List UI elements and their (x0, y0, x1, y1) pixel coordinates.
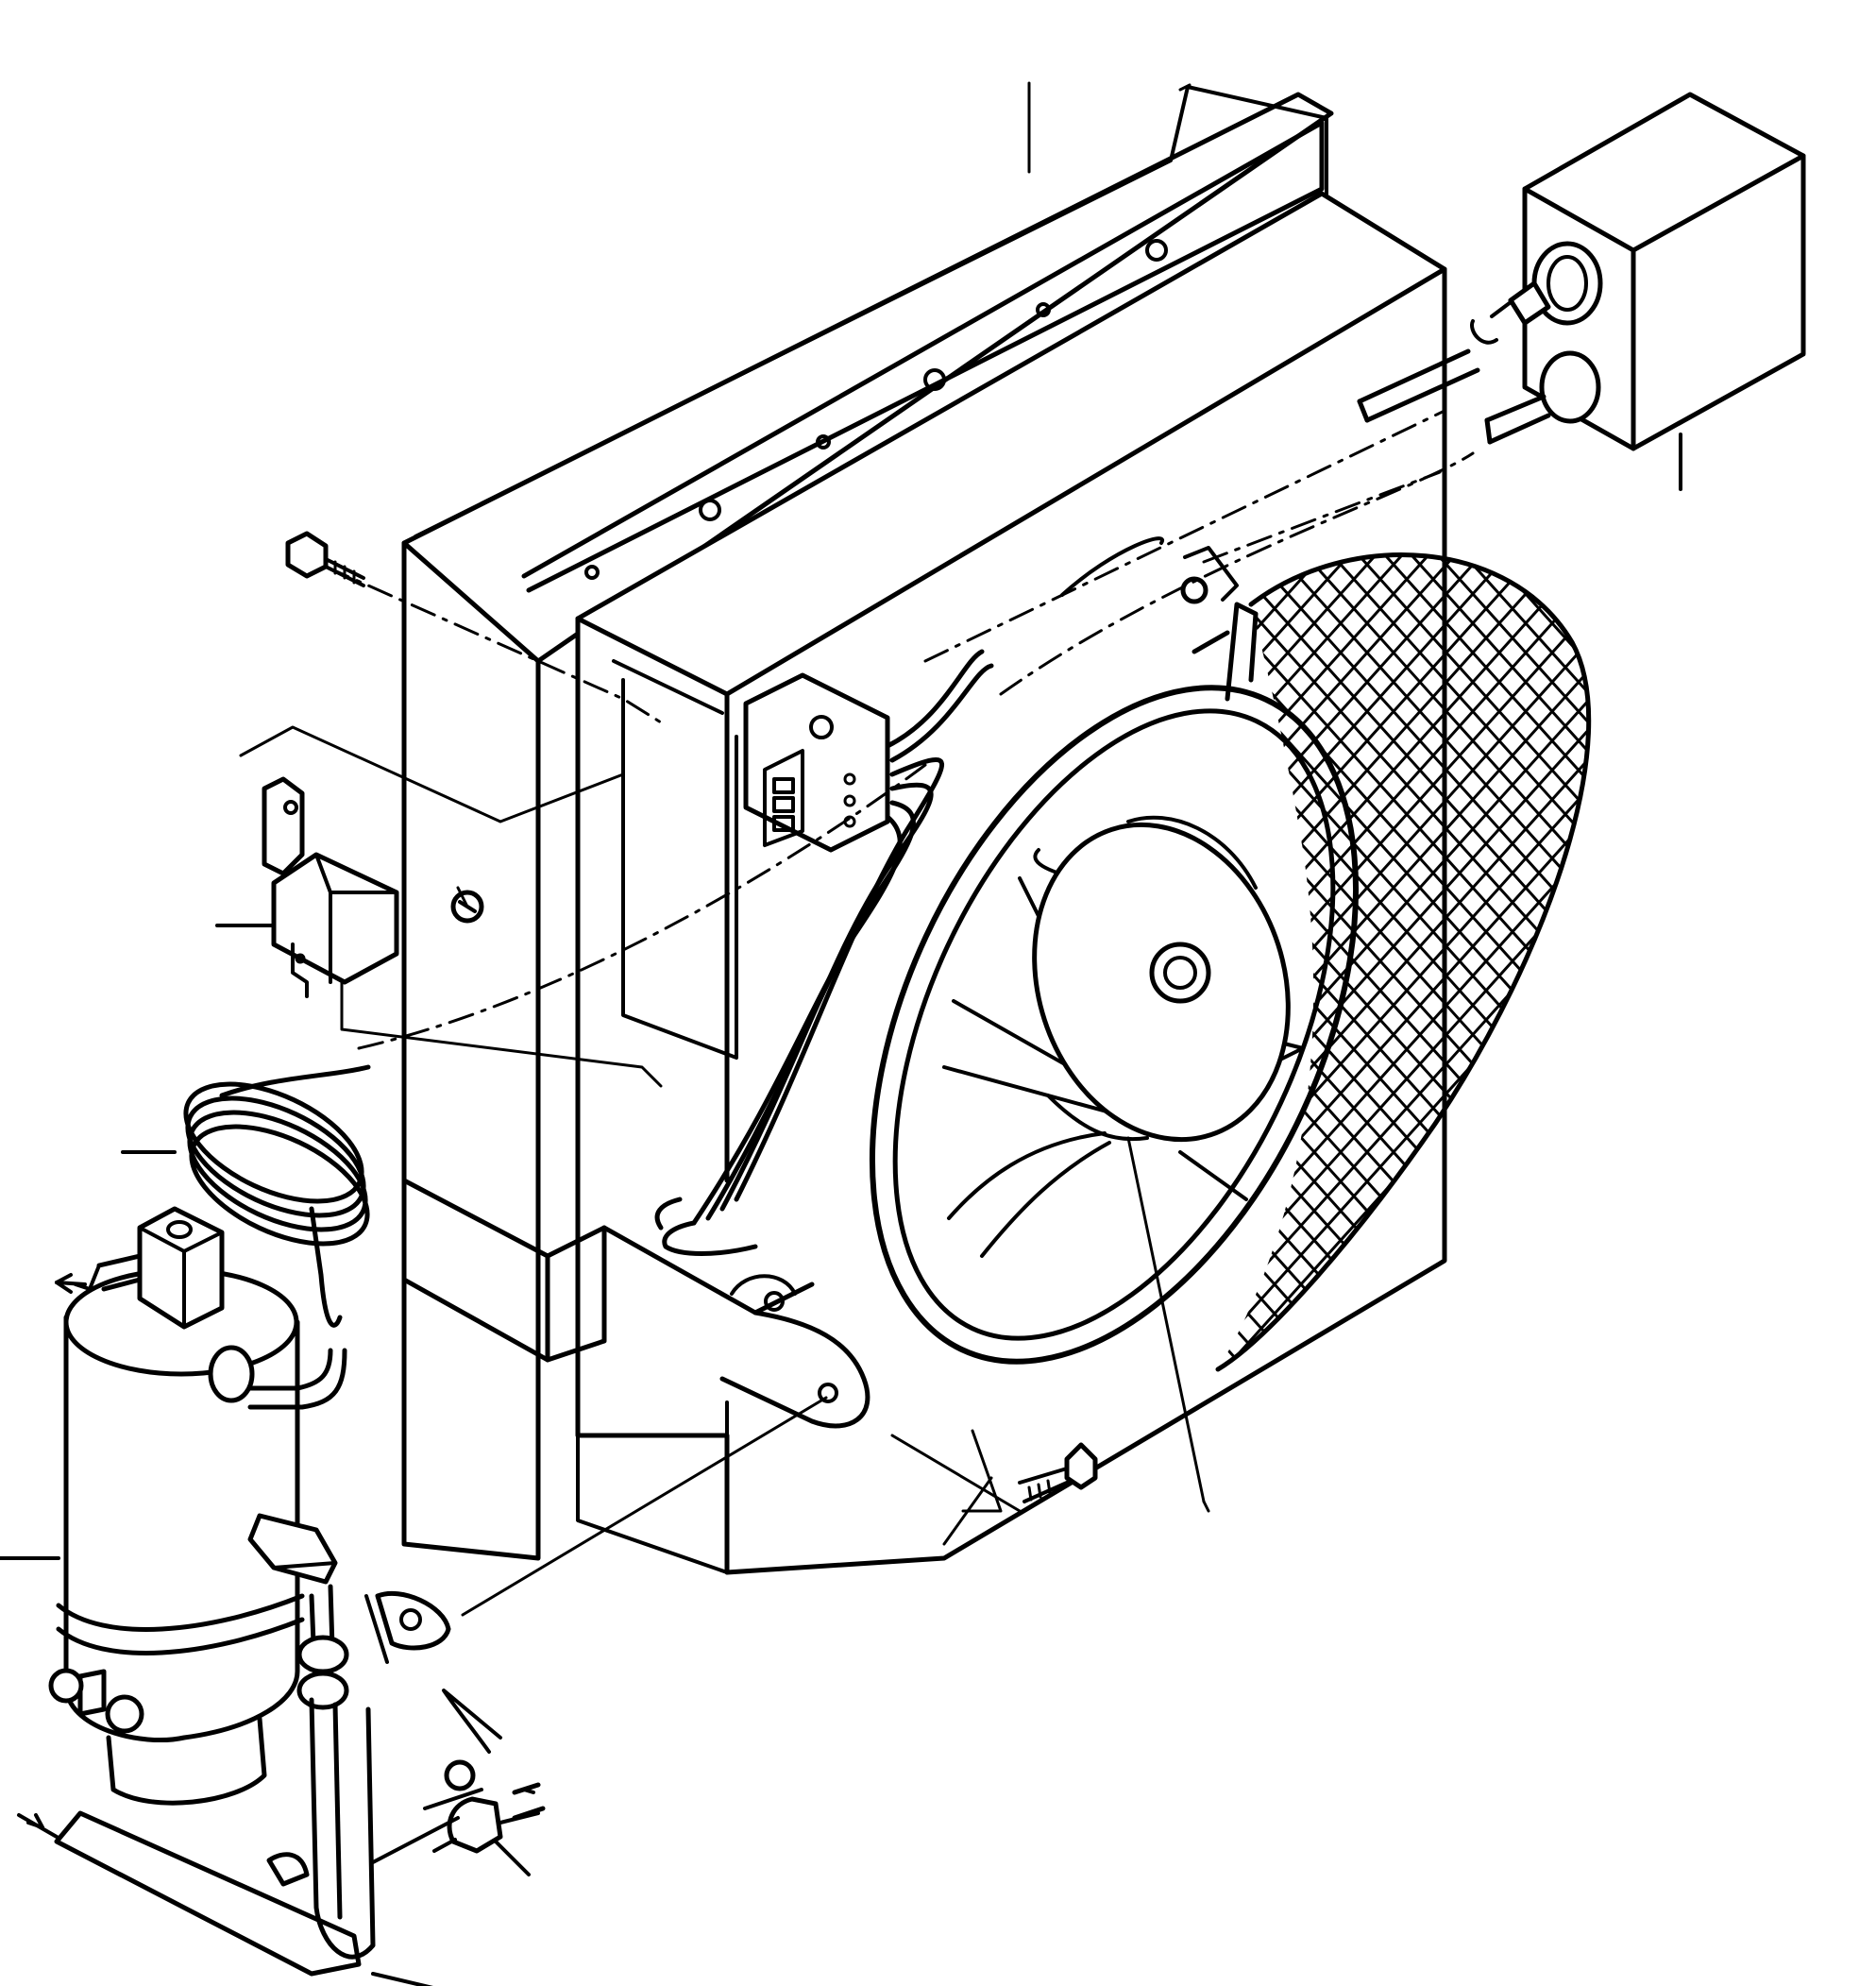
mesh-wire (1420, 472, 1876, 1417)
mesh-wire (1416, 472, 1876, 1417)
mesh-wire (1843, 472, 1876, 1417)
mesh-wire (1023, 472, 1873, 1417)
mesh-wire (1707, 472, 1876, 1417)
mesh-wire (1258, 472, 1876, 1417)
mesh-wire (1737, 472, 1876, 1417)
mesh-wire (574, 472, 1424, 1417)
fan-shroud (578, 194, 1445, 1572)
mesh-wire (1790, 472, 1876, 1417)
mesh-wire (1839, 472, 1876, 1417)
mesh-wire (1526, 472, 1876, 1417)
mesh-wire (1605, 472, 1876, 1417)
mesh-wire (1310, 472, 1876, 1417)
mesh-wire (0, 472, 525, 1417)
mesh-wire (1390, 472, 1876, 1417)
mesh-wire (1681, 472, 1876, 1417)
mesh-wire (1786, 472, 1876, 1417)
mesh-wire (1076, 472, 1876, 1417)
mesh-wire (971, 472, 1820, 1417)
mesh-wire (1552, 472, 1876, 1417)
mesh-wire (1446, 472, 1876, 1417)
relay (217, 779, 397, 996)
mesh-wire (1284, 472, 1876, 1417)
mesh-wire (733, 472, 1582, 1417)
mesh-wire (759, 472, 1609, 1417)
mesh-wire (1684, 472, 1876, 1417)
mesh-wire (1499, 472, 1876, 1417)
thermostat-coil (123, 1060, 385, 1325)
mesh-wire (653, 472, 1503, 1417)
mesh-wire (1073, 472, 1876, 1417)
mesh-wire (1548, 472, 1876, 1417)
fan-motor (995, 791, 1327, 1173)
mesh-wire (1522, 472, 1876, 1417)
mesh-wire (1363, 472, 1876, 1417)
mesh-wire (1020, 472, 1869, 1417)
mesh-wire (627, 472, 1477, 1417)
mesh-wire (1050, 472, 1876, 1417)
mesh-wire (1711, 472, 1876, 1417)
mesh-wire (680, 472, 1530, 1417)
mesh-wire (1654, 472, 1876, 1417)
hose-fittings (373, 1690, 543, 1875)
mesh-wire (600, 472, 1450, 1417)
mesh-wire (1575, 472, 1876, 1417)
mesh-wire (1337, 472, 1876, 1417)
mesh-wire (786, 472, 1635, 1417)
mounting-bracket (404, 1180, 868, 1426)
leader-lines (241, 411, 1473, 1615)
mesh-wire (1658, 472, 1876, 1417)
mesh-wire (997, 472, 1847, 1417)
mesh-wire (1182, 472, 1876, 1417)
condenser-core (404, 83, 1331, 1558)
mesh-wire (944, 472, 1794, 1417)
mesh-wire (1764, 472, 1876, 1417)
mesh-wire (1628, 472, 1876, 1417)
mesh-wire (967, 472, 1817, 1417)
wiring-connector (746, 675, 887, 850)
mesh-wire (1760, 472, 1876, 1417)
receiver-drier (0, 1209, 453, 1986)
mesh-wire (1733, 472, 1876, 1417)
mesh-wire (706, 472, 1556, 1417)
mesh-wire (1866, 472, 1876, 1417)
mesh-wire (1178, 472, 1876, 1417)
mesh-wire (0, 472, 76, 1417)
mesh-wire (1231, 472, 1876, 1417)
mesh-wire (918, 472, 1767, 1417)
mesh-wire (914, 472, 1764, 1417)
mesh-wire (1579, 472, 1876, 1417)
mesh-wire (1813, 472, 1876, 1417)
mesh-wire (0, 472, 102, 1417)
mesh-wire (597, 472, 1446, 1417)
mesh-wire (0, 472, 499, 1417)
mesh-wire (940, 472, 1790, 1417)
mesh-wire (1817, 472, 1876, 1417)
wire-harness (657, 652, 991, 1254)
pressure-switch-box (1360, 94, 1803, 489)
mesh-wire (993, 472, 1843, 1417)
mesh-wire (1046, 472, 1876, 1417)
mesh-wire (891, 472, 1741, 1417)
mesh-wire (1601, 472, 1876, 1417)
mesh-wire (1631, 472, 1876, 1417)
mesh-wire (570, 472, 1420, 1417)
mesh-wire (0, 472, 128, 1417)
mesh-wire (1205, 472, 1876, 1417)
